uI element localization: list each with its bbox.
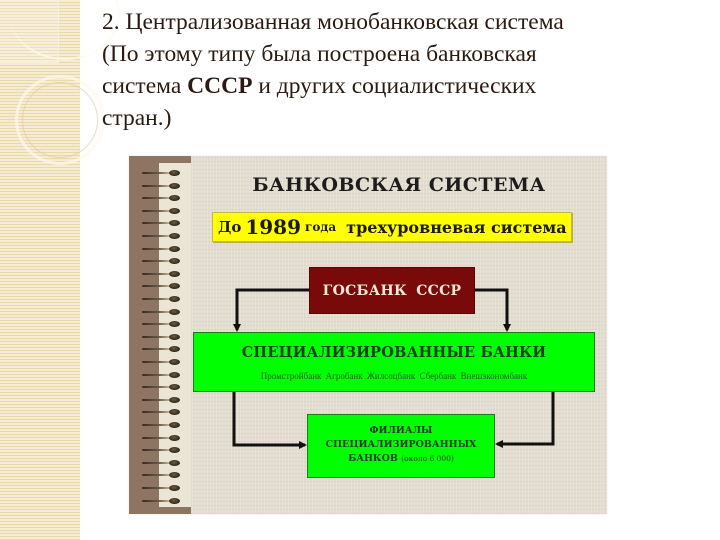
spiral-hole (169, 422, 180, 428)
spiral-wire (142, 285, 170, 288)
spiral-wire (142, 335, 170, 338)
spiral-hole (169, 497, 180, 504)
branches-line-1: ФИЛИАЛЫ (369, 425, 433, 436)
period-banner: До 1989 года трехуровневая система (212, 212, 572, 242)
period-suffix: года (305, 220, 337, 234)
spiral-hole (169, 220, 180, 227)
spiral-wire (142, 424, 170, 426)
specialized-banks-list: Промстройбанк Агробанк Жилсоцбанк Сберба… (260, 371, 528, 381)
arrow-gosbank-to-spec-left (233, 288, 309, 332)
arrow-spec-to-branches-left (232, 392, 307, 449)
notebook-binding-top (129, 156, 191, 163)
period-label: трехуровневая система (346, 217, 567, 237)
spiral-wire (142, 197, 170, 200)
decorative-left-strip (0, 0, 120, 540)
spiral-hole (169, 170, 180, 176)
heading-line-1: 2. Централизованная монобанковская систе… (102, 9, 564, 35)
arrow-spec-to-branches-right (495, 392, 555, 448)
spiral-wire (142, 461, 170, 464)
spiral-hole (169, 447, 180, 454)
spiral-wire (142, 184, 170, 187)
spiral-hole (169, 384, 180, 391)
heading-line-3: система СССР и других социалистических (102, 70, 702, 102)
spiral-hole (169, 296, 180, 302)
spiral-hole (169, 459, 180, 466)
spiral-wire (142, 411, 170, 414)
spiral-hole (169, 245, 180, 252)
gosbank-ussr-box: ГОСБАНК СССР (309, 267, 475, 314)
spiral-wire (142, 260, 170, 263)
spiral-hole (169, 359, 180, 365)
arrow-gosbank-to-spec-right (475, 288, 511, 332)
spiral-wire (142, 361, 170, 363)
branches-line-2: СПЕЦИАЛИЗИРОВАННЫХ (325, 439, 477, 450)
spiral-wire (142, 474, 170, 477)
bank-branches-box: ФИЛИАЛЫ СПЕЦИАЛИЗИРОВАННЫХ БАНКОВ (около… (307, 414, 495, 478)
spiral-hole (169, 409, 180, 416)
diagram-title: БАНКОВСКАЯ СИСТЕМА (252, 174, 546, 196)
heading-line-3-pre: система (102, 73, 188, 99)
spiral-hole (169, 308, 180, 315)
notebook-binding-bottom (129, 507, 191, 514)
spiral-wire (142, 247, 170, 250)
specialized-banks-title: СПЕЦИАЛИЗИРОВАННЫЕ БАНКИ (241, 344, 547, 361)
period-prefix: До (218, 218, 242, 236)
spiral-hole (169, 258, 180, 265)
spiral-wire (142, 348, 170, 351)
spiral-hole (169, 233, 180, 239)
spiral-wire (142, 499, 170, 502)
spiral-hole (169, 472, 180, 479)
period-year: 1989 (245, 215, 302, 239)
spiral-wire (142, 172, 170, 174)
spiral-hole (169, 396, 180, 403)
heading-line-3-post: и других социалистических (252, 73, 537, 99)
spiral-wire (142, 310, 170, 313)
specialized-banks-box: СПЕЦИАЛИЗИРОВАННЫЕ БАНКИ Промстройбанк А… (193, 332, 595, 392)
spiral-hole (169, 195, 180, 202)
spiral-hole (169, 346, 180, 353)
spiral-hole (169, 434, 180, 441)
spiral-hole (169, 371, 180, 378)
spiral-wire (142, 449, 170, 452)
slide-heading: 2. Централизованная монобанковская систе… (102, 6, 702, 134)
decorative-circle-inner (22, 82, 98, 158)
spiral-wire (142, 398, 170, 401)
decorative-circle (15, 75, 105, 165)
spiral-hole (169, 182, 180, 189)
spiral-hole (169, 333, 180, 340)
spiral-wire (142, 298, 170, 300)
spiral-wire (142, 436, 170, 439)
banking-system-diagram: БАНКОВСКАЯ СИСТЕМА До 1989 года трехуров… (129, 156, 607, 514)
spiral-wire (142, 272, 170, 275)
spiral-wire (142, 373, 170, 376)
heading-line-2: (По этому типу была построена банковская (102, 41, 537, 67)
notebook-binding (129, 156, 159, 514)
heading-line-4: стран.) (102, 105, 172, 131)
spiral-wire (142, 323, 170, 326)
spiral-hole (169, 283, 180, 290)
spiral-wire (142, 222, 170, 225)
heading-ussr-bold: СССР (187, 73, 253, 99)
branches-line-3-text: БАНКОВ (348, 453, 398, 464)
branches-line-3: БАНКОВ (около 6 000) (308, 452, 494, 466)
spiral-hole (169, 485, 180, 491)
spiral-wire (142, 235, 170, 237)
spiral-hole (169, 270, 180, 277)
branches-count-note: (около 6 000) (401, 454, 454, 463)
spiral-wire (142, 487, 170, 489)
spiral-hole (169, 207, 180, 214)
spiral-hole (169, 321, 180, 328)
spiral-wire (142, 209, 170, 212)
spiral-wire (142, 386, 170, 389)
